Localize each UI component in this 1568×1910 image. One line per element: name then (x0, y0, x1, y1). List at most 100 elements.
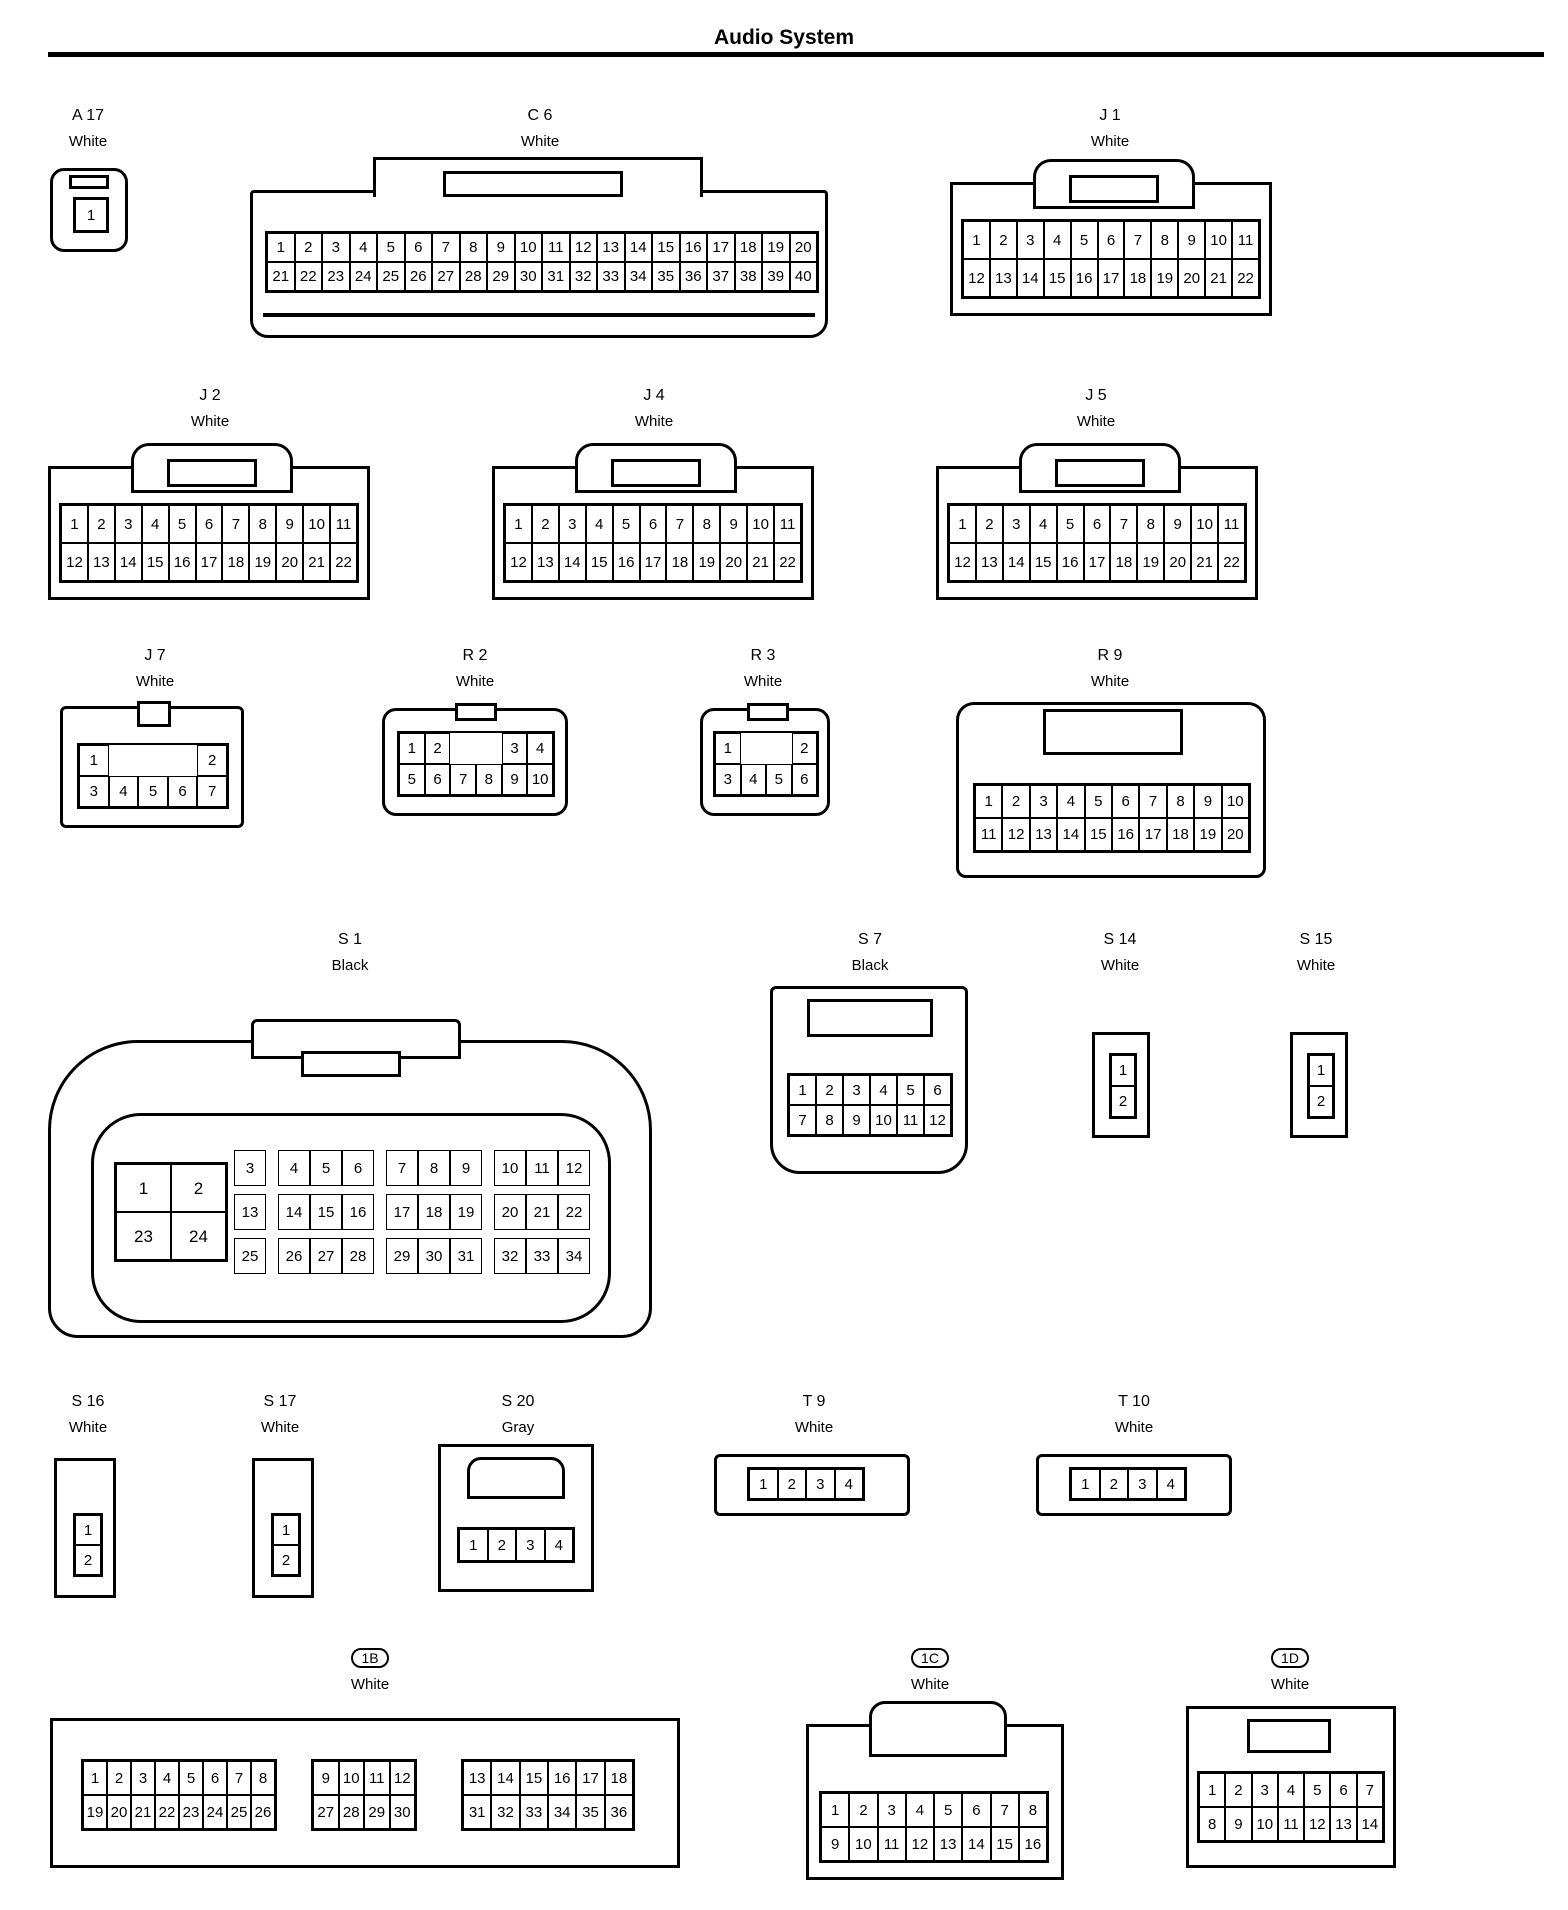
connector-label-j5: J 5 White (1046, 386, 1146, 432)
pin: 1 (79, 745, 109, 776)
connector-label-t10: T 10 White (1094, 1392, 1174, 1438)
pin: 6 (195, 505, 223, 543)
connector-color: White (135, 673, 175, 690)
pin: 5 (138, 776, 168, 807)
pin: 18 (604, 1761, 633, 1795)
pin: 2 (1309, 1086, 1333, 1117)
pin: 11 (542, 233, 570, 262)
pin: 17 (386, 1194, 418, 1230)
connector-color: White (1090, 673, 1130, 690)
page-title: Audio System (713, 26, 855, 49)
pin: 4 (870, 1075, 897, 1105)
pin: 13 (989, 259, 1017, 297)
pin: 29 (487, 262, 515, 291)
pin: 22 (558, 1194, 590, 1230)
pin: 13 (531, 543, 559, 581)
pin: 15 (652, 233, 680, 262)
pin: 22 (330, 543, 357, 581)
pin: 16 (1111, 818, 1140, 851)
pin: 3 (1251, 1773, 1278, 1807)
pin: 15 (990, 1827, 1019, 1861)
pin: 1 (459, 1529, 488, 1561)
pin: 13 (463, 1761, 492, 1795)
connector-label-s15: S 15 White (1276, 930, 1356, 976)
pin: 7 (227, 1761, 251, 1795)
pin: 20 (494, 1194, 526, 1230)
pin: 10 (870, 1105, 897, 1135)
pin: 2 (424, 733, 451, 764)
pin: 40 (789, 262, 817, 291)
pin: 6 (1330, 1773, 1357, 1807)
pin: 37 (707, 262, 735, 291)
connector-color: White (190, 413, 230, 430)
pin: 4 (1043, 221, 1071, 259)
pin: 36 (604, 1795, 633, 1829)
pin: 10 (1221, 785, 1249, 818)
pin: 4 (1277, 1773, 1305, 1807)
pin: 4 (141, 505, 169, 543)
pin: 10 (338, 1761, 364, 1795)
pin: 19 (249, 543, 277, 581)
pin: 4 (155, 1761, 179, 1795)
pin-gap (450, 733, 476, 764)
pin: 6 (342, 1150, 374, 1186)
pin: 13 (597, 233, 625, 262)
pin: 29 (386, 1238, 418, 1274)
pin: 28 (338, 1795, 364, 1829)
pin: 11 (1232, 221, 1259, 259)
connector-label-r9: R 9 White (1060, 646, 1160, 692)
pin: 2 (75, 1545, 101, 1575)
pin: 2 (816, 1075, 843, 1105)
pin: 9 (1164, 505, 1192, 543)
pin-gap (138, 745, 168, 776)
pin: 10 (849, 1827, 878, 1861)
pin: 8 (1137, 505, 1165, 543)
pin: 13 (975, 543, 1003, 581)
pin: 18 (1124, 259, 1152, 297)
pin: 30 (418, 1238, 450, 1274)
pin: 36 (679, 262, 707, 291)
pin: 8 (459, 233, 487, 262)
pin: 17 (707, 233, 735, 262)
pin: 10 (303, 505, 331, 543)
pin: 11 (774, 505, 801, 543)
pin: 31 (450, 1238, 482, 1274)
pin: 1 (75, 199, 107, 231)
pin: 7 (990, 1793, 1019, 1827)
pin: 34 (558, 1238, 590, 1274)
pin: 17 (1139, 818, 1167, 851)
pin: 14 (278, 1194, 310, 1230)
pin: 24 (349, 262, 377, 291)
pin: 14 (1002, 543, 1030, 581)
pin: 12 (569, 233, 597, 262)
connector-color: White (743, 673, 783, 690)
pin: 11 (897, 1105, 924, 1135)
pin: 12 (389, 1761, 415, 1795)
pin: 4 (108, 776, 139, 807)
pin: 1 (1199, 1773, 1226, 1807)
pin: 11 (1218, 505, 1245, 543)
connector-label-s7: S 7 Black (820, 930, 920, 976)
pin: 18 (418, 1194, 450, 1230)
pin: 19 (83, 1795, 107, 1829)
connector-label-s14: S 14 White (1080, 930, 1160, 976)
pin: 9 (450, 1150, 482, 1186)
pin: 18 (222, 543, 250, 581)
title-rule (48, 52, 1544, 57)
connector-code: T 10 (1118, 1393, 1150, 1410)
connector-code: J 7 (144, 647, 166, 664)
pin: 21 (303, 543, 331, 581)
